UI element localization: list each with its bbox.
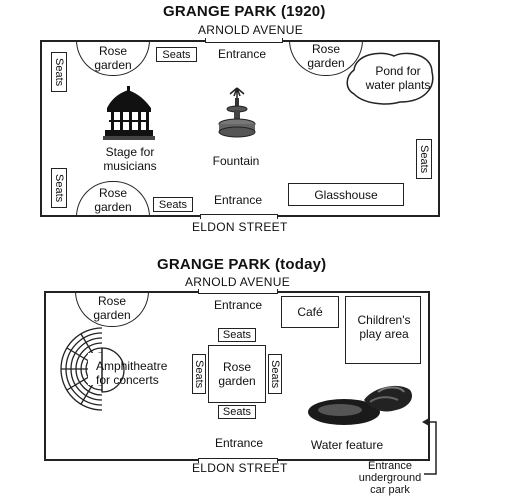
water-feature-icon <box>308 385 413 425</box>
plan-1920-seats-top: Seats <box>156 47 197 62</box>
plan-today-play-area-label: Children's play area <box>357 313 411 341</box>
plan-today-bottom-street: ELDON STREET <box>192 461 288 475</box>
plan-1920-seats-bottom-label: Seats <box>158 198 188 211</box>
plan-today-cafe-label: Café <box>297 305 323 319</box>
plan-1920-entrance-bottom-label: Entrance <box>213 193 263 207</box>
plan-1920-rose-garden-top-right-label: Rose garden <box>307 42 345 70</box>
plan-1920-glasshouse: Glasshouse <box>288 183 404 206</box>
car-park-arrow-icon <box>422 418 437 475</box>
plan-today-amphitheatre-label: Amphitheatre for concerts <box>96 359 168 387</box>
plan-today-play-area <box>345 296 421 364</box>
plan-1920-top-street: ARNOLD AVENUE <box>198 23 304 37</box>
plan-today-entrance-bottom-label: Entrance <box>214 436 264 450</box>
plan-1920-seats-right-label: Seats <box>418 144 430 174</box>
plan-today-entrance-bottom-gate <box>198 458 278 463</box>
plan-today-seats-right: Seats <box>268 354 282 394</box>
plan-1920-seats-top-label: Seats <box>162 48 191 61</box>
plan-1920-seats-bottom: Seats <box>153 197 193 212</box>
plan-1920-entrance-bottom-gate <box>200 214 278 219</box>
plan-1920-pond-label: Pond for water plants <box>365 64 431 92</box>
plan-today-top-street: ARNOLD AVENUE <box>185 275 291 289</box>
plan-1920-fountain-label: Fountain <box>212 154 260 168</box>
plan-today-title: GRANGE PARK (today) <box>157 256 327 273</box>
plan-1920-title: GRANGE PARK (1920) <box>163 3 326 20</box>
plan-today-seats-left-label: Seats <box>193 359 205 389</box>
plan-1920-seats-left-top-label: Seats <box>53 57 65 87</box>
plan-1920-entrance-top-label: Entrance <box>217 47 267 61</box>
plan-1920-rose-garden-top-left-label: Rose garden <box>94 44 132 72</box>
plan-today-seats-left: Seats <box>192 354 206 394</box>
plan-1920-pond-shape <box>346 52 434 105</box>
plan-today-cafe: Café <box>281 296 339 328</box>
plan-today-seats-top: Seats <box>218 328 256 342</box>
plan-1920-seats-left-bottom-label: Seats <box>53 173 65 203</box>
plan-today-seats-bottom: Seats <box>218 405 256 419</box>
plan-today-entrance-top-gate <box>198 289 278 294</box>
plan-today-rose-garden-center-label: Rose garden <box>218 360 256 388</box>
plan-today-car-park-label: Entrance underground car park <box>358 460 422 496</box>
plan-1920-seats-left-bottom: Seats <box>51 168 67 208</box>
plan-today-seats-top-label: Seats <box>222 329 252 341</box>
plan-1920-stage-label: Stage for musicians <box>103 145 157 173</box>
plan-today-rose-garden-center <box>208 345 266 403</box>
plan-today-seats-bottom-label: Seats <box>222 406 252 418</box>
plan-1920-glasshouse-label: Glasshouse <box>314 187 378 202</box>
plan-today-water-feature-label: Water feature <box>310 438 384 452</box>
amphitheatre-icon <box>60 327 125 411</box>
plan-today-rose-garden-top-left-label: Rose garden <box>93 294 131 322</box>
plan-1920-seats-left-top: Seats <box>51 52 67 92</box>
plan-today-entrance-top-label: Entrance <box>213 298 263 312</box>
plan-1920-entrance-top-gate <box>205 38 283 43</box>
bandstand-icon <box>103 86 155 140</box>
plan-1920-seats-right: Seats <box>416 139 432 179</box>
fountain-icon <box>218 87 256 138</box>
plan-1920-bottom-street: ELDON STREET <box>192 220 288 234</box>
plan-1920-rose-garden-bottom-left-label: Rose garden <box>94 186 132 214</box>
plan-today-seats-right-label: Seats <box>269 359 281 389</box>
